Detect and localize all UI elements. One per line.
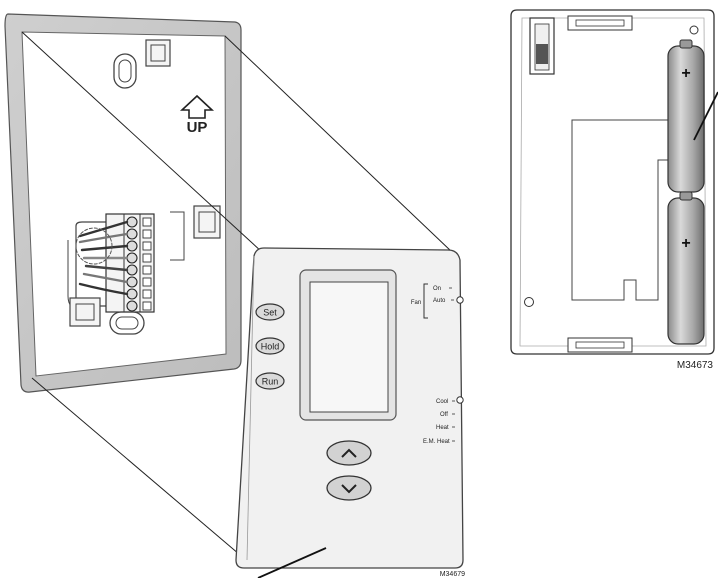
chevron-down-icon	[341, 484, 357, 494]
temp-down-button[interactable]	[326, 475, 372, 501]
system-switch[interactable]: Cool Off Heat E.M. Heat	[423, 396, 464, 445]
set-button-label: Set	[263, 308, 277, 318]
back-view-figure-code: M34673	[677, 360, 714, 371]
bottom-clip	[567, 337, 633, 353]
pointer-line-right	[693, 91, 718, 141]
up-arrow-icon	[179, 94, 215, 119]
thermostat-front: Set Hold Run Fan On Auto Cool Off Heat E…	[235, 247, 465, 578]
top-clip	[567, 15, 633, 31]
mounting-hole	[524, 297, 534, 307]
system-heat-label: Heat	[436, 425, 449, 431]
hold-button-label: Hold	[261, 342, 280, 352]
hold-button[interactable]: Hold	[255, 337, 285, 355]
lcd-display	[299, 269, 397, 421]
selector-switch	[529, 17, 555, 75]
latch-top	[145, 39, 171, 67]
wallplate: UP	[4, 13, 242, 393]
terminal-screws	[126, 216, 138, 312]
screw-hole	[689, 25, 699, 35]
set-button[interactable]: Set	[255, 303, 285, 321]
thermostat-wires	[75, 220, 129, 296]
battery-top: +	[667, 39, 705, 193]
system-em-heat-label: E.M. Heat	[423, 439, 450, 445]
temp-up-button[interactable]	[326, 440, 372, 466]
run-button[interactable]: Run	[255, 372, 285, 390]
fan-label: Fan	[411, 300, 421, 306]
terminal-tabs	[142, 217, 152, 311]
system-cool-label: Cool	[436, 399, 448, 405]
battery-bottom-plus: +	[681, 235, 690, 252]
mounting-hole-top	[113, 53, 137, 89]
fan-auto-label: Auto	[433, 298, 446, 304]
battery-bottom: +	[667, 191, 705, 345]
battery-top-plus: +	[681, 65, 690, 82]
thermostat-figure-code: M34679	[440, 571, 465, 578]
mounting-hole-bottom	[109, 311, 145, 335]
latch-bottom	[69, 297, 101, 327]
zoom-lines	[21, 31, 453, 561]
chevron-up-icon	[341, 448, 357, 458]
fan-switch[interactable]: Fan On Auto	[411, 283, 464, 319]
pointer-line-bottom	[257, 547, 327, 578]
fan-on-label: On	[433, 286, 441, 292]
run-button-label: Run	[262, 377, 279, 387]
level-mark	[170, 211, 185, 261]
latch-side	[193, 205, 221, 239]
up-label: UP	[187, 119, 208, 136]
thermostat-back-view: + + M34673	[510, 9, 718, 371]
system-off-label: Off	[440, 412, 448, 418]
